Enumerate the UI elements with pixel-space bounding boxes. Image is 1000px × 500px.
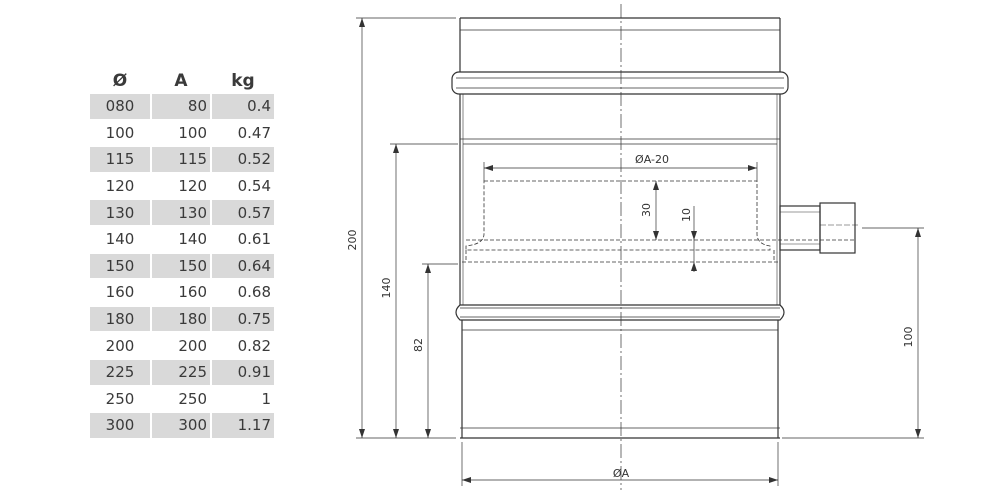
hidden-insert	[462, 180, 856, 263]
cell-diameter: 200	[105, 336, 135, 355]
table-row: 100 100 0.47	[90, 121, 274, 146]
cell-diameter: 100	[105, 123, 135, 142]
header-kg: kg	[231, 71, 255, 91]
cell-a: 115	[152, 147, 210, 172]
cell-diameter: 160	[105, 283, 135, 302]
cell-diameter: 140	[105, 230, 135, 249]
cell-kg: 0.91	[212, 359, 274, 385]
table-row: 160 160 0.68	[90, 280, 274, 305]
dim-label-diameter: ØA	[613, 467, 630, 480]
lower-bead-ring	[455, 304, 785, 321]
body-walls	[459, 94, 781, 305]
cell-diameter: 130	[90, 200, 150, 225]
cell-kg: 0.4	[212, 94, 274, 119]
cell-kg: 0.57	[212, 200, 274, 225]
cell-kg: 0.75	[212, 306, 274, 332]
cell-kg: 0.68	[237, 283, 271, 302]
cell-a: 130	[152, 200, 210, 225]
cell-a: 225	[152, 359, 210, 385]
cell-kg: 0.47	[237, 123, 271, 142]
cell-diameter: 225	[90, 359, 150, 385]
dim-label-82: 82	[412, 338, 425, 352]
cell-diameter: 115	[90, 147, 150, 172]
dim-label-100: 100	[902, 327, 915, 348]
table-row: 200 200 0.82	[90, 333, 274, 358]
cell-diameter: 180	[90, 306, 150, 332]
header-a: A	[174, 71, 188, 91]
cell-kg: 0.64	[212, 253, 274, 279]
table-row: 120 120 0.54	[90, 174, 274, 199]
dim-label-10: 10	[680, 208, 693, 222]
cell-kg: 0.82	[237, 336, 271, 355]
cell-a: 120	[178, 177, 207, 196]
lower-sleeve	[460, 320, 780, 439]
cell-kg: 1	[261, 389, 271, 408]
cell-kg: 0.52	[212, 147, 274, 172]
arrowheads	[359, 18, 921, 483]
table-row: 140 140 0.61	[90, 227, 274, 252]
cell-diameter: 250	[105, 389, 135, 408]
cell-kg: 1.17	[212, 413, 274, 438]
cell-a: 140	[178, 230, 207, 249]
table-header-row: Ø A kg	[90, 70, 274, 92]
cell-a: 250	[178, 389, 207, 408]
cell-kg: 0.54	[237, 177, 271, 196]
header-diameter: Ø	[112, 71, 128, 91]
table-row: 250 250 1	[90, 387, 274, 412]
cell-diameter: 150	[90, 253, 150, 279]
cell-a: 100	[178, 123, 207, 142]
cell-a: 160	[178, 283, 207, 302]
cell-diameter: 300	[90, 413, 150, 438]
dim-label-140: 140	[380, 278, 393, 299]
cell-a: 200	[178, 336, 207, 355]
cell-a: 80	[152, 94, 210, 119]
top-bead-ring	[451, 71, 789, 95]
cell-kg: 0.61	[237, 230, 271, 249]
dim-label-30: 30	[640, 203, 653, 217]
top-sleeve	[459, 17, 781, 72]
cell-diameter: 080	[90, 94, 150, 119]
side-pipe	[779, 202, 860, 254]
dim-label-200: 200	[346, 230, 359, 251]
cell-diameter: 120	[105, 177, 135, 196]
cell-a: 180	[152, 306, 210, 332]
dimension-lines	[356, 17, 924, 486]
cell-a: 150	[152, 253, 210, 279]
cell-a: 300	[152, 413, 210, 438]
dim-label-inner-width: ØA-20	[635, 153, 669, 166]
